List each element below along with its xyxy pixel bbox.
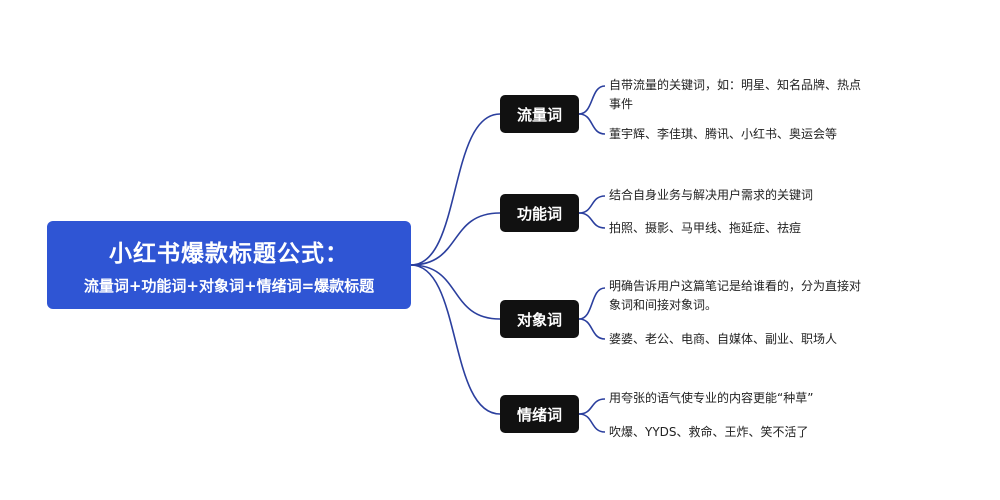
connector-root-branch-2: [410, 212, 501, 266]
branch-4-leaf-1-line-1: 用夸张的语气使专业的内容更能“种草”: [609, 391, 814, 405]
branch-3-leaf-2: 婆婆、老公、电商、自媒体、副业、职场人: [609, 330, 837, 349]
branch-2-leaf-2-line-1: 拍照、摄影、马甲线、拖延症、祛痘: [609, 221, 802, 235]
root-subtitle: 流量词+功能词+对象词+情绪词=爆款标题: [83, 277, 375, 295]
connector-branch-1-leaf-2: [578, 113, 606, 135]
branch-1-leaf-1-line-2: 事件: [609, 97, 634, 111]
branch-node-2: 功能词: [500, 194, 579, 232]
connector-root-branch-3: [410, 264, 501, 320]
connector-branch-4-leaf-2: [578, 413, 606, 433]
connector-branch-1-leaf-1: [578, 85, 606, 115]
branch-node-4: 情绪词: [500, 395, 579, 433]
branch-1-leaf-2: 董宇辉、李佳琪、腾讯、小红书、奥运会等: [609, 125, 837, 144]
connector-root-branch-1: [410, 113, 501, 266]
branch-1-leaf-2-line-1: 董宇辉、李佳琪、腾讯、小红书、奥运会等: [609, 127, 838, 141]
branch-3-leaf-1-line-2: 象词和间接对象词。: [609, 298, 718, 312]
branch-4-leaf-1: 用夸张的语气使专业的内容更能“种草”: [609, 389, 813, 408]
connector-branch-3-leaf-2: [578, 318, 606, 340]
root-title: 小红书爆款标题公式：: [109, 241, 349, 267]
connector-branch-2-leaf-2: [578, 212, 606, 229]
branch-3-leaf-2-line-1: 婆婆、老公、电商、自媒体、副业、职场人: [609, 332, 838, 346]
branch-1-leaf-1-line-1: 自带流量的关键词，如：明星、知名品牌、热点: [609, 78, 862, 92]
branch-2-leaf-1: 结合自身业务与解决用户需求的关键词: [609, 186, 813, 205]
branch-4-leaf-2-line-1: 吹爆、YYDS、救命、王炸、笑不活了: [609, 425, 809, 439]
branch-1-leaf-1: 自带流量的关键词，如：明星、知名品牌、热点 事件: [609, 76, 861, 114]
connector-root-branch-4: [410, 264, 501, 415]
branch-4-leaf-2: 吹爆、YYDS、救命、王炸、笑不活了: [609, 423, 809, 442]
branch-2-leaf-2: 拍照、摄影、马甲线、拖延症、祛痘: [609, 219, 801, 238]
root-node: 小红书爆款标题公式： 流量词+功能词+对象词+情绪词=爆款标题: [47, 221, 411, 309]
branch-node-3: 对象词: [500, 300, 579, 338]
connector-branch-4-leaf-1: [578, 398, 606, 415]
branch-2-leaf-1-line-1: 结合自身业务与解决用户需求的关键词: [609, 188, 814, 202]
connector-branch-3-leaf-1: [578, 287, 606, 320]
branch-3-leaf-1-line-1: 明确告诉用户这篇笔记是给谁看的，分为直接对: [609, 279, 862, 293]
connector-branch-2-leaf-1: [578, 195, 606, 214]
branch-3-leaf-1: 明确告诉用户这篇笔记是给谁看的，分为直接对 象词和间接对象词。: [609, 277, 861, 315]
branch-node-1: 流量词: [500, 95, 579, 133]
